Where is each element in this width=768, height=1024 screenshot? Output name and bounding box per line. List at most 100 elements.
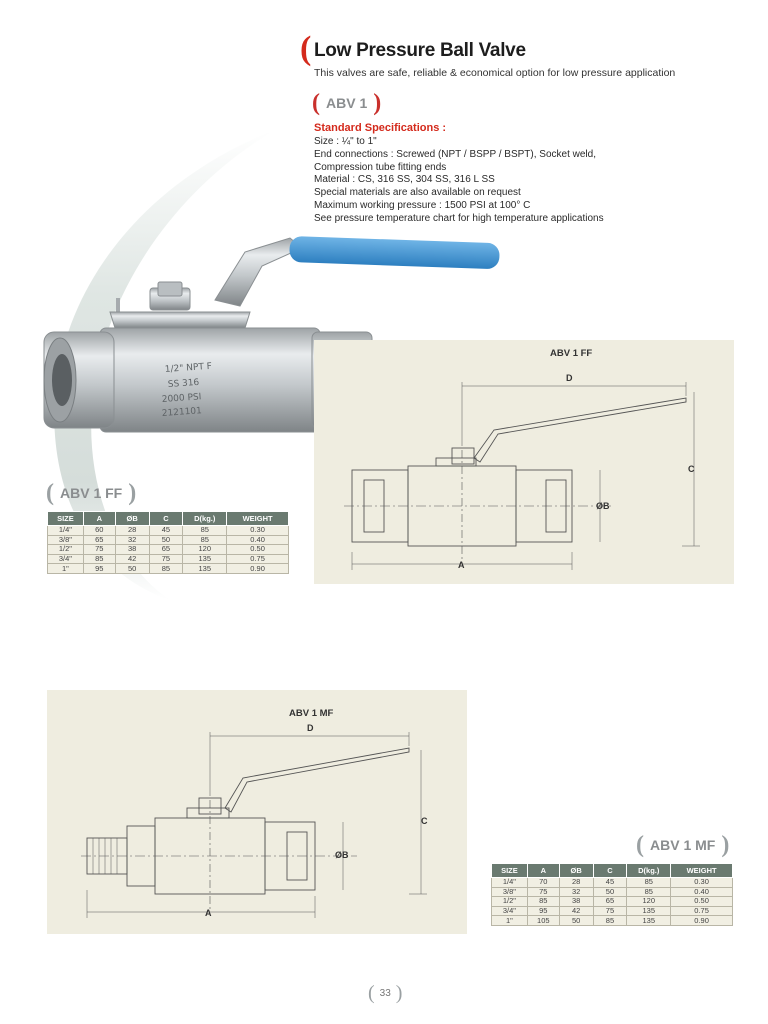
table-cell: 1/4": [47, 525, 84, 536]
badge-bracket-left: (: [46, 480, 54, 506]
table-cell: 0.40: [670, 886, 733, 898]
table-cell: 45: [592, 877, 628, 888]
table-cell: 120: [626, 896, 672, 907]
badge-bracket-left: (: [636, 832, 644, 858]
spec-line: Material : CS, 316 SS, 304 SS, 316 L SS: [314, 174, 495, 186]
table-header-row: SIZE A ØB C D(kg.) WEIGHT: [491, 863, 733, 878]
table-cell: 50: [558, 915, 594, 926]
table-cell: 0.90: [226, 563, 289, 574]
ff-spec-table: SIZE A ØB C D(kg.) WEIGHT 1/4" 60 28 45 …: [47, 511, 289, 574]
ff-badge: ( ABV 1 FF ): [46, 480, 137, 506]
mf-dim-b: ØB: [335, 850, 349, 860]
table-header: SIZE: [491, 863, 528, 878]
mf-badge-label: ABV 1 MF: [650, 837, 716, 853]
table-cell: 38: [558, 896, 594, 907]
table-cell: 28: [558, 877, 594, 888]
ff-drawing-title: ABV 1 FF: [550, 348, 593, 359]
table-cell: 38: [114, 544, 150, 555]
specs-list: Size : ¼" to 1" End connections : Screwe…: [314, 136, 604, 226]
valve-marking-line4: 2121101: [162, 406, 203, 419]
title-bracket: (: [300, 30, 312, 67]
table-cell: 85: [592, 915, 628, 926]
table-header: D(kg.): [182, 511, 228, 526]
table-cell: 1/2": [47, 544, 84, 555]
table-cell: 3/4": [47, 553, 84, 565]
page-subtitle: This valves are safe, reliable & economi…: [314, 67, 676, 79]
table-cell: 0.50: [670, 896, 733, 907]
table-cell: 135: [182, 553, 228, 565]
table-row: 1/4" 70 28 45 85 0.30: [491, 877, 733, 888]
table-row: 3/8" 75 32 50 85 0.40: [491, 886, 733, 898]
table-cell: 135: [626, 905, 672, 917]
table-cell: 65: [592, 896, 628, 907]
table-cell: 60: [82, 525, 116, 536]
model-badge: ( ABV 1 ): [312, 90, 382, 116]
table-header: WEIGHT: [670, 863, 733, 878]
valve-marking-line2: SS 316: [168, 378, 200, 390]
table-header: C: [148, 511, 184, 526]
mf-spec-table: SIZE A ØB C D(kg.) WEIGHT 1/4" 70 28 45 …: [491, 863, 733, 926]
table-header: A: [526, 863, 560, 878]
table-row: 1/4" 60 28 45 85 0.30: [47, 525, 289, 536]
spec-line: End connections : Screwed (NPT / BSPP / …: [314, 148, 596, 160]
table-cell: 95: [82, 563, 116, 574]
spec-line: Compression tube fitting ends: [314, 161, 447, 173]
table-cell: 3/8": [47, 534, 84, 546]
table-cell: 1/2": [491, 896, 528, 907]
table-cell: 50: [114, 563, 150, 574]
table-header: WEIGHT: [226, 511, 289, 526]
valve-marking-line3: 2000 PSI: [162, 392, 202, 405]
table-row: 1/2" 85 38 65 120 0.50: [491, 896, 733, 907]
page-title: Low Pressure Ball Valve: [314, 40, 526, 61]
specs-heading: Standard Specifications :: [314, 122, 447, 134]
page-bracket-left: (: [368, 982, 375, 1004]
table-header: C: [592, 863, 628, 878]
table-header: ØB: [558, 863, 594, 878]
table-cell: 135: [626, 915, 672, 926]
table-cell: 0.50: [226, 544, 289, 555]
ff-dim-b: ØB: [596, 501, 610, 511]
table-cell: 75: [526, 886, 560, 898]
ff-dim-c: C: [688, 464, 695, 474]
table-cell: 45: [148, 525, 184, 536]
table-cell: 85: [148, 563, 184, 574]
page-number: ( 33 ): [368, 982, 402, 1005]
badge-bracket-right: ): [721, 832, 730, 858]
table-cell: 85: [182, 525, 228, 536]
table-header-row: SIZE A ØB C D(kg.) WEIGHT: [47, 511, 289, 526]
table-cell: 120: [182, 544, 228, 555]
ff-drawing-panel: ABV 1 FF: [314, 340, 734, 584]
spec-line: See pressure temperature chart for high …: [314, 212, 604, 224]
valve-marking-line1: 1/2" NPT F: [165, 362, 213, 375]
table-cell: 70: [526, 877, 560, 888]
badge-bracket-right: ): [128, 480, 137, 506]
spec-line: Special materials are also available on …: [314, 187, 521, 199]
ff-dim-d: D: [566, 373, 573, 383]
table-cell: 42: [558, 905, 594, 917]
mf-dim-c: C: [421, 816, 428, 826]
table-cell: 75: [82, 544, 116, 555]
table-cell: 3/8": [491, 886, 528, 898]
spec-line: Maximum working pressure : 1500 PSI at 1…: [314, 199, 531, 211]
table-cell: 95: [526, 905, 560, 917]
table-cell: 0.75: [670, 905, 733, 917]
table-cell: 75: [148, 553, 184, 565]
table-cell: 50: [592, 886, 628, 898]
table-header: ØB: [114, 511, 150, 526]
spec-line: Size : ¼" to 1": [314, 136, 377, 147]
badge-bracket-left: (: [312, 90, 320, 116]
table-cell: 1": [491, 915, 528, 926]
mf-badge: ( ABV 1 MF ): [636, 832, 730, 858]
table-cell: 0.90: [670, 915, 733, 926]
table-header: SIZE: [47, 511, 84, 526]
ff-badge-label: ABV 1 FF: [60, 485, 123, 501]
table-cell: 105: [526, 915, 560, 926]
badge-bracket-right: ): [373, 90, 382, 116]
table-cell: 65: [82, 534, 116, 546]
table-cell: 28: [114, 525, 150, 536]
table-header: A: [82, 511, 116, 526]
table-cell: 135: [182, 563, 228, 574]
table-cell: 50: [148, 534, 184, 546]
page-number-value: 33: [379, 988, 391, 999]
mf-drawing-panel: ABV 1 MF: [47, 690, 467, 934]
